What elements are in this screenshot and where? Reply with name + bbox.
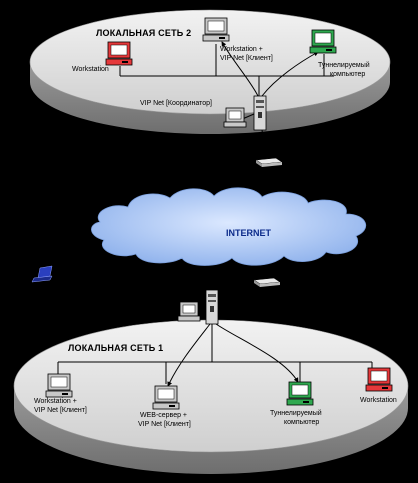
n1-client-label-2: VIP Net [Клиент] [34, 407, 87, 414]
network-2-title: ЛОКАЛЬНАЯ СЕТЬ 2 [96, 28, 192, 38]
laptop-icon [31, 265, 53, 283]
n1-tunnel-label-2: компьютер [284, 419, 320, 426]
n1-workstation-label: Workstation [360, 397, 397, 404]
n2-tunnel-label-1: Туннелируемый [318, 62, 370, 69]
workstation-tunnel-green-icon[interactable] [309, 29, 337, 54]
workstation-client-1-icon[interactable] [45, 373, 73, 398]
n2-coordinator-label: VIP Net [Координатор] [140, 100, 212, 107]
workstation-red-icon[interactable] [105, 41, 133, 66]
coordinator-monitor-icon [223, 107, 247, 128]
internet-label: INTERNET [226, 228, 271, 238]
connections-network-1 [57, 283, 373, 387]
n2-client-label-1: Workstation + [220, 46, 263, 53]
internet-cloud [91, 187, 367, 266]
connections-network-2 [119, 41, 334, 159]
web-server-icon[interactable] [152, 385, 180, 410]
workstation-tunnel-green-1-icon[interactable] [286, 381, 314, 406]
workstation-red-1-icon[interactable] [365, 367, 393, 392]
router-bottom-icon [253, 277, 281, 287]
n2-workstation-label: Workstation [72, 66, 109, 73]
n1-web-label-2: VIP Net [Клиент] [138, 421, 191, 428]
n1-client-label-1: Workstation + [34, 398, 77, 405]
n1-web-label-1: WEB-сервер + [140, 412, 188, 419]
platform-network-2 [29, 9, 391, 134]
n2-tunnel-label-2: компьютер [330, 71, 366, 78]
router-top-icon [255, 157, 283, 167]
network-1-title: ЛОКАЛЬНАЯ СЕТЬ 1 [68, 343, 164, 353]
server-coordinator-icon[interactable] [253, 95, 267, 131]
workstation-client-icon[interactable] [202, 17, 230, 42]
coordinator-1-monitor-icon [177, 301, 201, 322]
n2-client-label-2: VIP Net [Клиент] [220, 55, 273, 62]
platform-network-1 [13, 319, 409, 474]
server-coordinator-1-icon[interactable] [205, 289, 219, 325]
n1-tunnel-label-1: Туннелируемый [270, 410, 322, 417]
